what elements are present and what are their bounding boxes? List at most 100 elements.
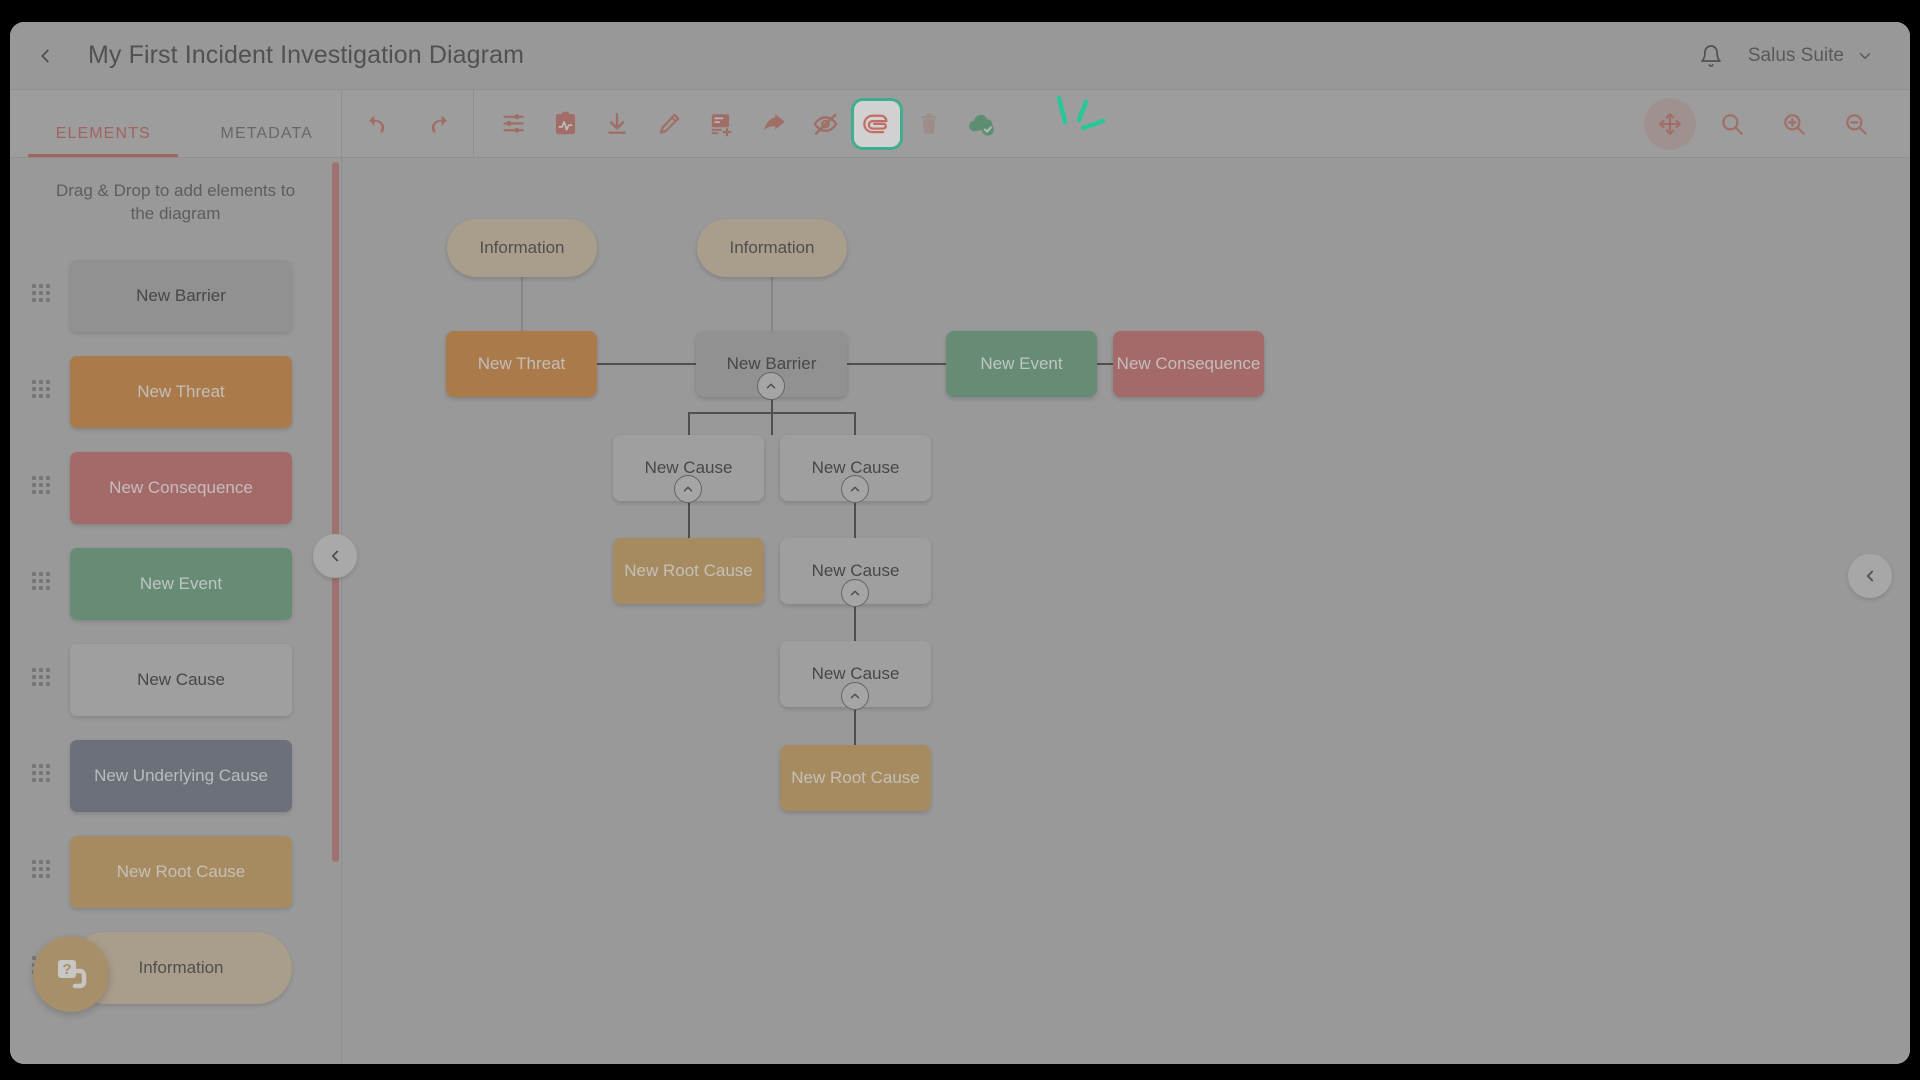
save-status-button[interactable] [955, 98, 1007, 150]
drag-handle-icon[interactable] [32, 283, 54, 308]
panel-tabs: ELEMENTS METADATA [10, 90, 342, 157]
drag-handle-icon[interactable] [32, 379, 54, 404]
element-card[interactable]: New Threat [70, 355, 292, 428]
chevron-up-icon [766, 383, 776, 389]
pan-button[interactable] [1644, 97, 1696, 150]
redo-button[interactable] [408, 98, 460, 150]
edge-barrier-event [847, 363, 946, 365]
diagram-node-event[interactable]: New Event [946, 331, 1097, 397]
diagram-node-conseq[interactable]: New Consequence [1113, 331, 1264, 397]
element-row[interactable]: New Barrier [10, 248, 341, 344]
chevron-up-icon [850, 590, 860, 596]
zoom-in-button[interactable] [1768, 98, 1820, 150]
chevron-down-icon [1859, 52, 1871, 59]
add-note-icon [711, 113, 732, 136]
settings-sliders-icon [502, 114, 524, 133]
element-card[interactable]: New Underlying Cause [70, 739, 292, 812]
edge-cause2-cause3 [854, 592, 856, 643]
element-row[interactable]: New Consequence [10, 440, 341, 536]
element-row[interactable]: New Root Cause [10, 824, 341, 920]
edge-causeL-rootL [688, 489, 690, 540]
edge-branch-left-drop [688, 412, 690, 437]
elements-panel: Drag & Drop to add elements to the diagr… [10, 158, 342, 1064]
diagram-node-causeR[interactable]: New Cause [780, 435, 931, 501]
chevron-up-icon [850, 693, 860, 699]
search-button[interactable] [1706, 98, 1758, 150]
toolbar-row: ELEMENTS METADATA [10, 89, 1910, 158]
account-menu[interactable]: Salus Suite [1738, 39, 1884, 73]
edge-info1-threat [521, 277, 523, 331]
node-collapse-toggle[interactable] [674, 475, 702, 503]
tab-elements[interactable]: ELEMENTS [24, 125, 182, 157]
element-row[interactable]: New Event [10, 536, 341, 632]
tab-metadata[interactable]: METADATA [220, 125, 313, 142]
chevron-up-icon [850, 486, 860, 492]
drag-handle-icon[interactable] [32, 763, 54, 788]
drag-handle-icon[interactable] [32, 859, 54, 884]
node-collapse-toggle[interactable] [841, 475, 869, 503]
diagram-node-threat[interactable]: New Threat [446, 331, 597, 397]
header-right-group: Salus Suite [1688, 33, 1910, 79]
redo-icon [431, 114, 447, 133]
chevron-left-icon [331, 550, 339, 562]
search-icon [1722, 113, 1743, 135]
node-collapse-toggle[interactable] [757, 372, 785, 400]
report-chart-icon [555, 111, 575, 135]
edge-branch-horizontal [688, 412, 856, 414]
back-button[interactable] [22, 33, 68, 79]
chevron-up-icon [683, 486, 693, 492]
attachment-paperclip-icon [863, 114, 888, 133]
undo-icon [369, 114, 385, 133]
hide-elements-button[interactable] [799, 98, 851, 150]
diagram-node-rootL[interactable]: New Root Cause [613, 538, 764, 604]
page-title: My First Incident Investigation Diagram [88, 41, 525, 69]
node-collapse-toggle[interactable] [841, 579, 869, 607]
add-note-button[interactable] [695, 98, 747, 150]
diagram-node-cause3[interactable]: New Cause [780, 641, 931, 707]
undo-button[interactable] [356, 98, 408, 150]
attachments-button[interactable] [851, 97, 903, 150]
chevron-left-icon [1866, 570, 1874, 582]
element-row[interactable]: New Threat [10, 344, 341, 440]
drag-handle-icon[interactable] [32, 475, 54, 500]
edge-barrier-branch-stem [771, 386, 773, 435]
analysis-report-button[interactable] [539, 98, 591, 150]
notifications-button[interactable] [1688, 33, 1734, 79]
element-card[interactable]: New Event [70, 547, 292, 620]
edge-cause3-rootR [854, 696, 856, 747]
diagram-node-info2[interactable]: Information [697, 219, 847, 277]
toolbar-right-tools [1644, 97, 1910, 150]
element-card[interactable]: New Cause [70, 643, 292, 716]
collapse-panel-button[interactable] [313, 534, 357, 578]
download-button[interactable] [591, 98, 643, 150]
edit-button[interactable] [643, 98, 695, 150]
share-arrow-icon [763, 113, 785, 131]
node-collapse-toggle[interactable] [841, 682, 869, 710]
diagram-node-info1[interactable]: Information [447, 219, 597, 277]
drag-handle-icon[interactable] [32, 667, 54, 692]
zoom-out-icon [1846, 113, 1867, 135]
element-row[interactable]: New Underlying Cause [10, 728, 341, 824]
element-card[interactable]: New Consequence [70, 451, 292, 524]
element-card[interactable]: New Barrier [70, 259, 292, 332]
drag-handle-icon[interactable] [32, 571, 54, 596]
collapse-canvas-panel-button[interactable] [1848, 554, 1892, 598]
chevron-left-icon [41, 49, 49, 62]
svg-text:?: ? [62, 961, 71, 978]
element-card[interactable]: New Root Cause [70, 835, 292, 908]
edge-causeR-cause2 [854, 489, 856, 540]
diagram-settings-button[interactable] [487, 98, 539, 150]
diagram-node-rootR[interactable]: New Root Cause [780, 745, 931, 811]
panel-scrollbar[interactable] [332, 162, 339, 862]
help-question-icon: ? [58, 960, 87, 989]
delete-button[interactable] [903, 98, 955, 150]
zoom-out-button[interactable] [1830, 98, 1882, 150]
help-button[interactable]: ? [33, 936, 109, 1012]
element-row[interactable]: New Cause [10, 632, 341, 728]
cloud-check-icon [968, 114, 994, 136]
share-button[interactable] [747, 98, 799, 150]
diagram-node-barrier[interactable]: New Barrier [696, 331, 847, 397]
